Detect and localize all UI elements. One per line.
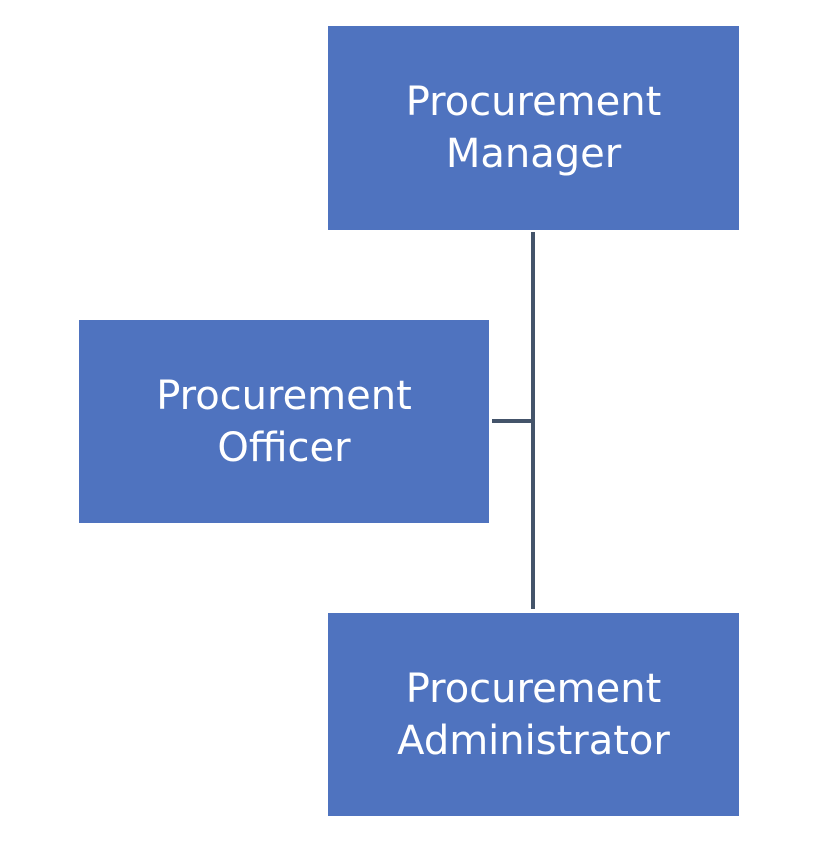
node-procurement-officer: Procurement Officer [79,320,489,523]
node-label-line1: Procurement [156,372,412,419]
node-label-line2: Administrator [397,717,670,764]
node-label-line1: Procurement [405,79,662,125]
node-label-line2: Manager [445,131,622,177]
node-procurement-administrator: Procurement Administrator [328,613,739,816]
node-label-line1: Procurement [405,665,662,712]
node-label-line2: Officer [217,424,351,471]
node-procurement-manager: Procurement Manager [328,26,739,230]
